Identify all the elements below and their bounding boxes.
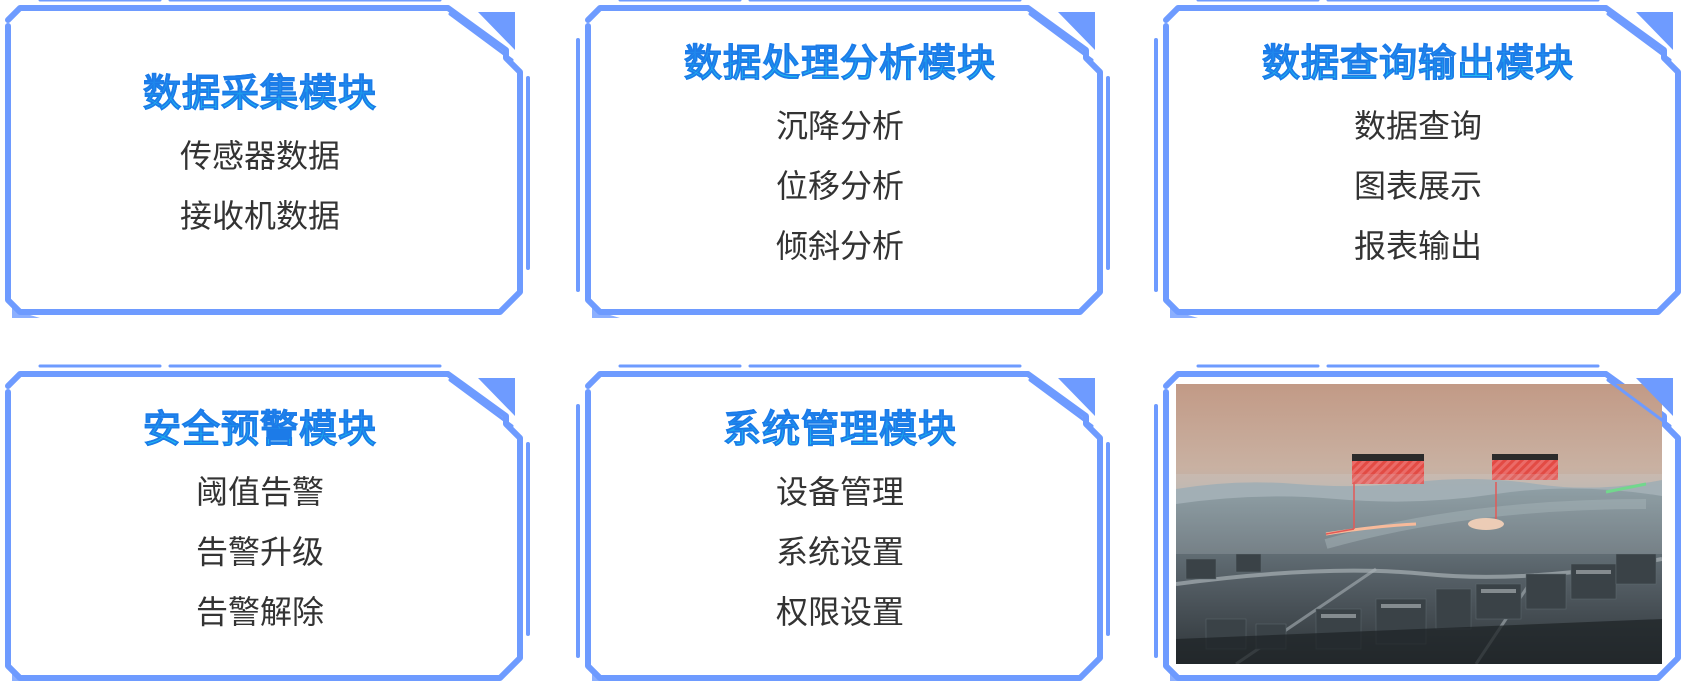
module-item: 沉降分析: [775, 106, 904, 145]
module-item: 告警升级: [195, 532, 324, 571]
module-item: 权限设置: [775, 592, 904, 631]
module-title: 系统管理模块: [722, 406, 957, 451]
module-item: 设备管理: [775, 472, 904, 511]
tech-frame-border: [5, 364, 530, 681]
module-items: 沉降分析 位移分析 倾斜分析: [776, 96, 904, 276]
tech-frame-border: [1154, 0, 1681, 318]
tech-frame-border: [576, 364, 1110, 681]
module-item: 位移分析: [775, 166, 904, 205]
warning-panel-icon: [1492, 454, 1558, 519]
module-title: 安全预警模块: [142, 406, 377, 451]
module-items: 传感器数据 接收机数据: [180, 126, 340, 246]
tech-frame-border: [576, 0, 1110, 318]
module-card-data-processing: 数据处理分析模块 沉降分析 位移分析 倾斜分析: [576, 0, 1110, 318]
module-item: 报表输出: [1353, 226, 1482, 265]
tech-frame-border: [5, 0, 530, 318]
module-card-data-query: 数据查询输出模块 数据查询 图表展示 报表输出: [1154, 0, 1681, 318]
module-items: 数据查询 图表展示 报表输出: [1354, 96, 1482, 276]
module-item: 告警解除: [195, 592, 324, 631]
module-items: 阈值告警 告警升级 告警解除: [196, 462, 324, 642]
city-scene-illustration: [1176, 384, 1662, 664]
module-item: 系统设置: [775, 532, 904, 571]
module-title: 数据采集模块: [142, 70, 377, 115]
warning-panel-icon: [1325, 454, 1424, 535]
module-card-safety-warning: 安全预警模块 阈值告警 告警升级 告警解除: [0, 364, 530, 681]
module-item: 传感器数据: [179, 136, 340, 175]
module-items: 设备管理 系统设置 权限设置: [776, 462, 904, 642]
city-3d-scene-image: [1176, 384, 1662, 664]
module-card-content: 安全预警模块 阈值告警 告警升级 告警解除: [0, 366, 520, 681]
module-card-system-management: 系统管理模块 设备管理 系统设置 权限设置: [576, 364, 1110, 681]
module-card-content: 系统管理模块 设备管理 系统设置 权限设置: [580, 366, 1100, 681]
module-title: 数据处理分析模块: [683, 40, 996, 85]
module-card-data-collection: 数据采集模块 传感器数据 接收机数据: [0, 0, 530, 318]
module-item: 数据查询: [1353, 106, 1482, 145]
module-item: 阈值告警: [195, 472, 324, 511]
module-title: 数据查询输出模块: [1261, 40, 1574, 85]
module-item: 倾斜分析: [775, 226, 904, 265]
module-item: 接收机数据: [179, 196, 340, 235]
module-item: 图表展示: [1353, 166, 1482, 205]
module-card-content: 数据查询输出模块 数据查询 图表展示 报表输出: [1158, 0, 1678, 315]
module-card-content: 数据采集模块 传感器数据 接收机数据: [0, 0, 520, 315]
module-card-content: 数据处理分析模块 沉降分析 位移分析 倾斜分析: [580, 0, 1100, 315]
